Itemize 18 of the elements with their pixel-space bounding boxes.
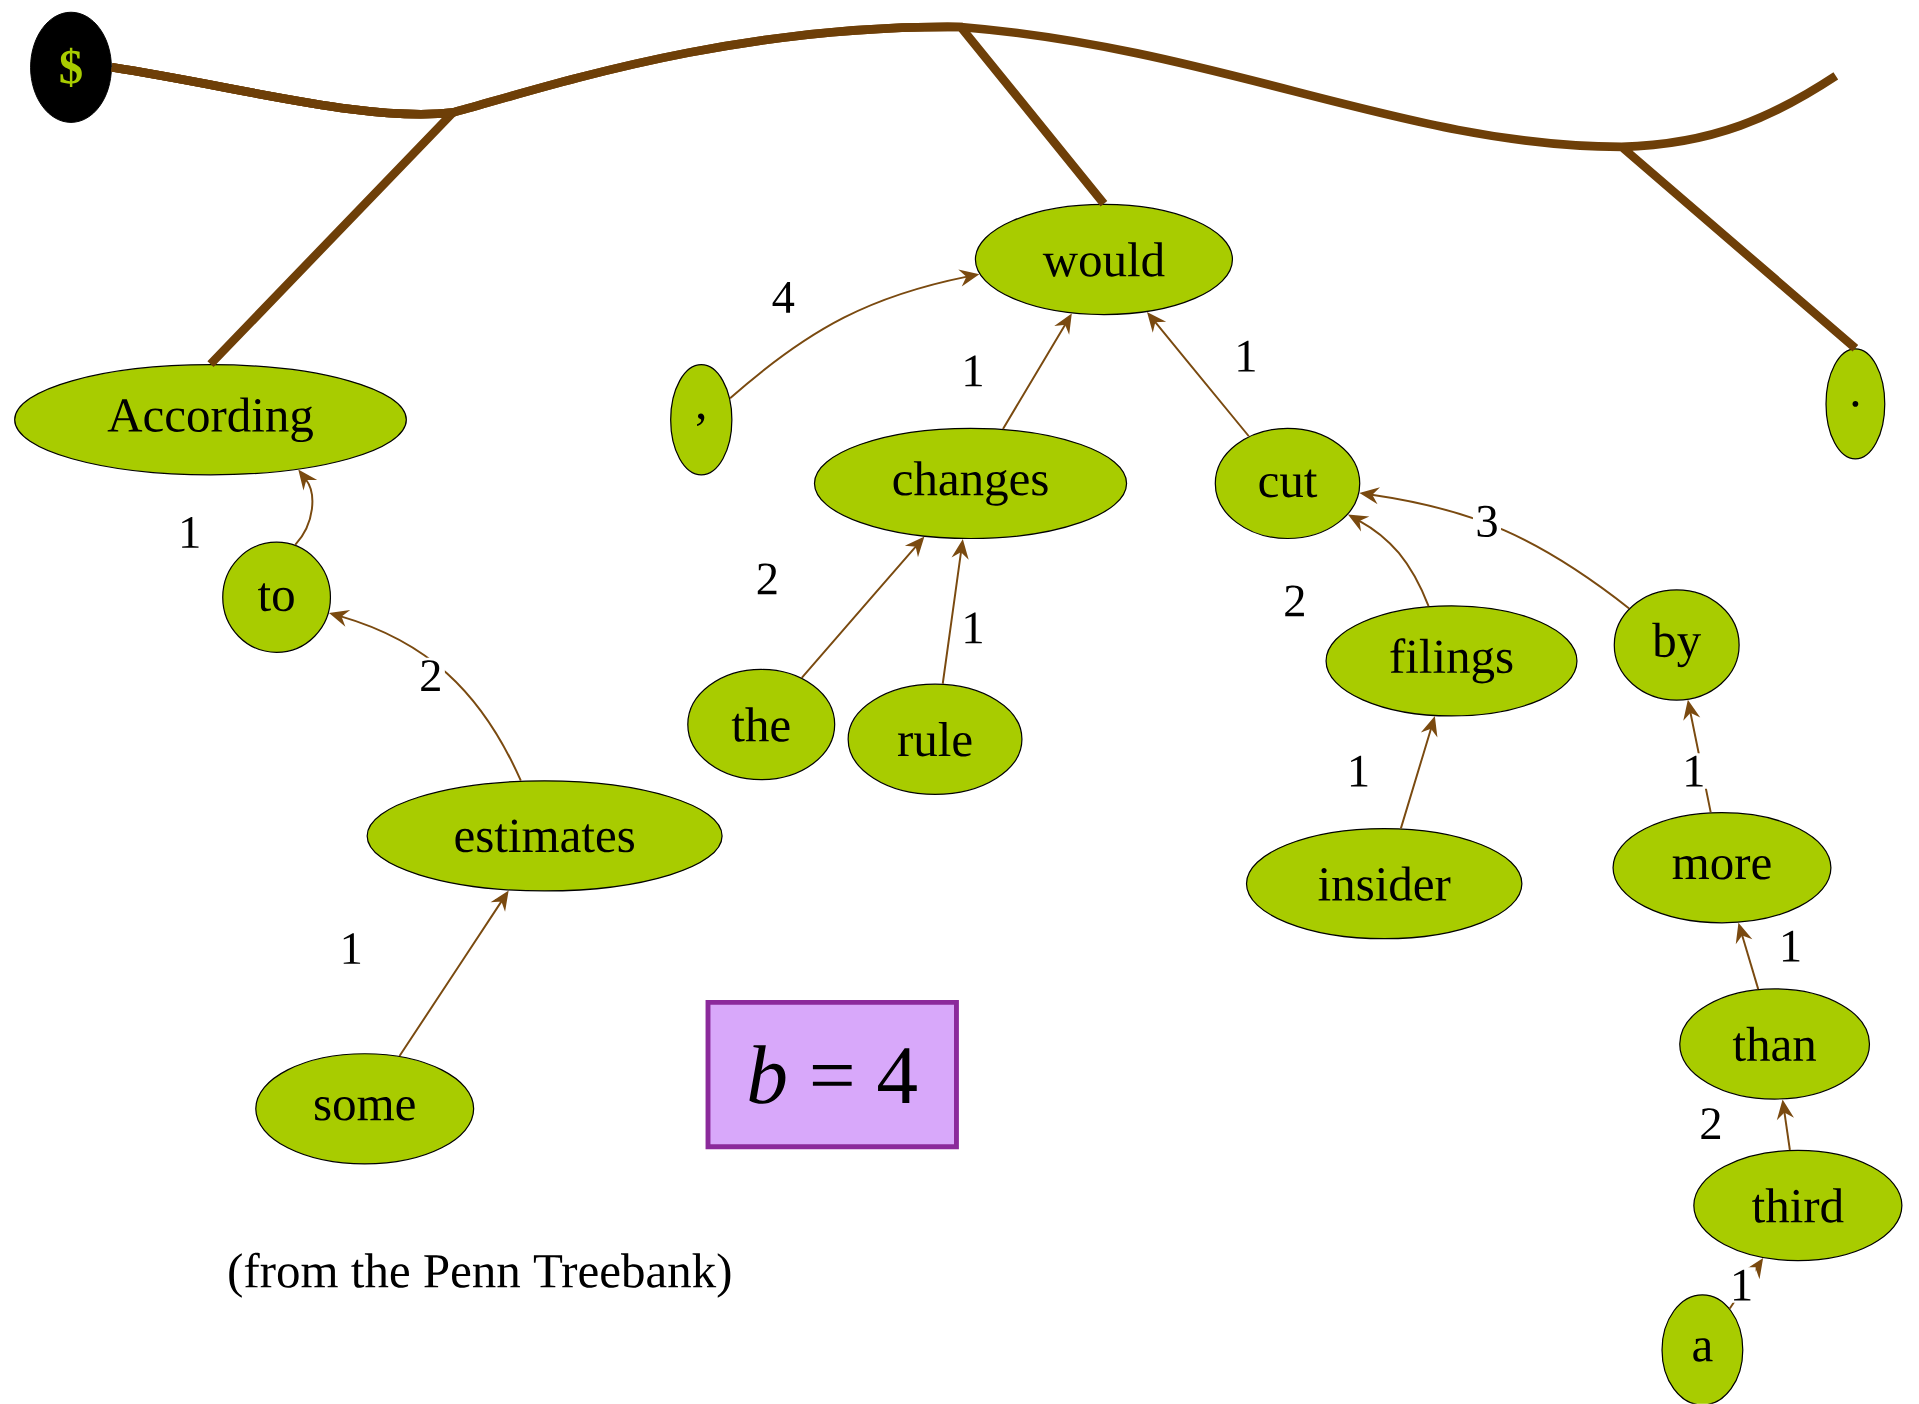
edge-label: 3	[1472, 503, 1502, 540]
edge-label: 4	[769, 279, 798, 316]
edge-label: 2	[1696, 1105, 1726, 1142]
edge-label: 1	[175, 514, 204, 551]
root-node: $	[30, 11, 112, 123]
edge-label: 1	[1776, 928, 1805, 964]
edge-label: 2	[1280, 583, 1309, 619]
edge-label: 2	[753, 561, 782, 597]
edge-label: 1	[958, 610, 988, 646]
source-note: (from the Penn Treebank)	[229, 1252, 731, 1298]
edge-label: 1	[1231, 338, 1260, 375]
edge-label: 1	[337, 930, 366, 967]
edge-label: 2	[416, 657, 445, 694]
edge-label: 1	[1344, 753, 1373, 789]
edge-label: 1	[1727, 1267, 1756, 1303]
edge-label: 1	[958, 353, 988, 389]
formula-box: b = 4	[705, 1000, 959, 1150]
edge-label: 1	[1679, 753, 1708, 789]
